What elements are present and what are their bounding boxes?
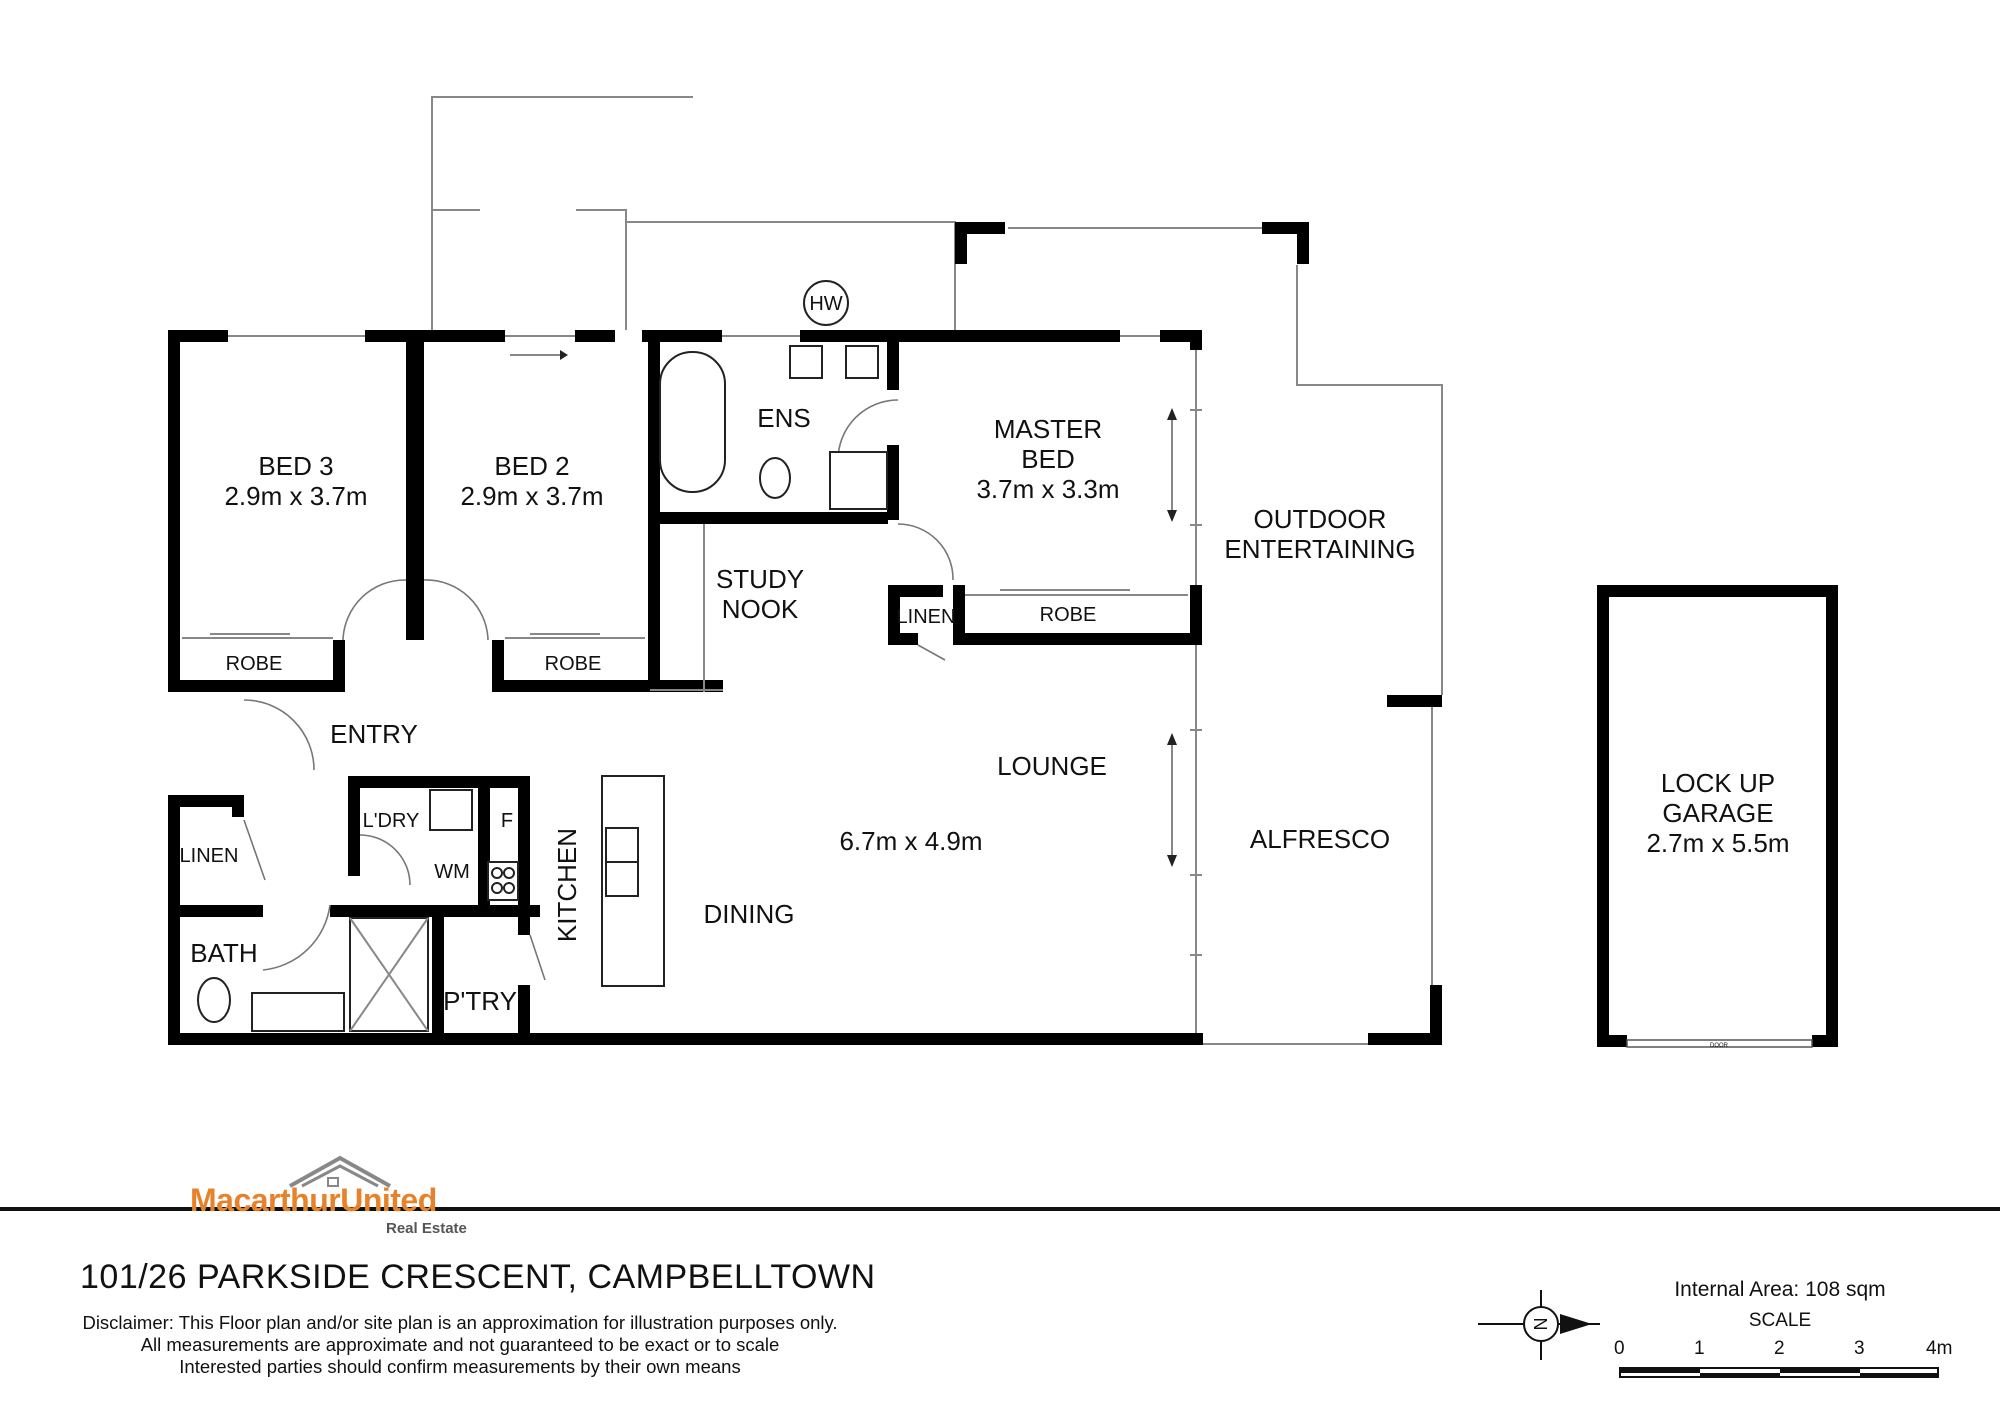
garage-label-line2: GARAGE <box>1662 798 1773 828</box>
master-linen-label: LINEN <box>897 606 956 628</box>
living-size: 6.7m x 4.9m <box>839 826 982 856</box>
lounge-label: LOUNGE <box>997 751 1107 781</box>
outdoor-outlines <box>431 96 1443 1045</box>
master-name-line1: MASTER <box>994 414 1102 444</box>
internal-area: Internal Area: 108 sqm <box>1674 1278 1886 1301</box>
hall-linen-label: LINEN <box>180 845 239 867</box>
study-label-line2: NOOK <box>722 594 799 624</box>
outdoor-label-line2: ENTERTAINING <box>1224 534 1415 564</box>
bath-label: BATH <box>190 938 257 968</box>
room-labels: BED 3 2.9m x 3.7m BED 2 2.9m x 3.7m ENS … <box>180 293 1790 1016</box>
hot-water-label: HW <box>809 293 842 315</box>
scale-bar <box>1619 1367 1939 1378</box>
brand-tagline: Real Estate <box>386 1220 467 1237</box>
ensuite-basin-icon-2 <box>845 345 879 379</box>
kitchen-label: KITCHEN <box>552 828 582 942</box>
brand-name: MacarthurUnited <box>190 1182 437 1219</box>
brand-logo: MacarthurUnited Real Estate <box>190 1152 490 1242</box>
robe-doors <box>182 589 1188 639</box>
hot-water-unit-icon <box>803 280 849 326</box>
bed2-name: BED 2 <box>494 451 569 481</box>
house-roof-icon <box>289 1155 391 1188</box>
scale-tick-3: 3 <box>1854 1338 1865 1359</box>
scale-tick-2: 2 <box>1774 1338 1785 1359</box>
bed3-size: 2.9m x 3.7m <box>224 481 367 511</box>
disclaimer-line3: Interested parties should confirm measur… <box>179 1356 741 1377</box>
scale-label: SCALE <box>1748 1310 1812 1331</box>
master-name-line2: BED <box>1021 444 1074 474</box>
bath-toilet-icon <box>197 977 231 1023</box>
garage: DOOR <box>1597 585 1838 1049</box>
scale-tick-0: 0 <box>1614 1338 1625 1359</box>
entry-label: ENTRY <box>330 719 418 749</box>
scale-tick-4: 4m <box>1926 1338 1953 1359</box>
fridge-label: F <box>501 810 513 832</box>
master-robe-label: ROBE <box>1040 604 1097 626</box>
kitchen-sink-icon-2 <box>605 861 639 897</box>
disclaimer: Disclaimer: This Floor plan and/or site … <box>70 1312 850 1378</box>
pantry-label: P'TRY <box>443 986 517 1016</box>
bed3-robe-label: ROBE <box>226 653 283 675</box>
disclaimer-line2: All measurements are approximate and not… <box>140 1334 780 1355</box>
garage-size: 2.7m x 5.5m <box>1646 828 1789 858</box>
brand-name-part1: Macarthur <box>190 1182 341 1218</box>
brand-name-part2: United <box>340 1182 437 1218</box>
cooktop-icon <box>487 861 519 901</box>
windows <box>228 335 1202 1033</box>
garage-door-label: DOOR <box>1710 1043 1729 1049</box>
dining-label: DINING <box>704 899 795 929</box>
kitchen-sink-icon <box>605 827 639 863</box>
ensuite-label: ENS <box>757 403 810 433</box>
garage-label-line1: LOCK UP <box>1661 768 1775 798</box>
property-address: 101/26 PARKSIDE CRESCENT, CAMPBELLTOWN <box>80 1258 876 1296</box>
footer-rule <box>0 1207 2000 1211</box>
ensuite-toilet-icon <box>759 457 791 499</box>
master-size: 3.7m x 3.3m <box>976 474 1119 504</box>
bed2-robe-label: ROBE <box>545 653 602 675</box>
washing-machine-label: WM <box>434 861 470 883</box>
compass-north-label: N <box>1530 1318 1550 1331</box>
bathtub-icon <box>659 351 726 493</box>
ensuite-basin-icon <box>789 345 823 379</box>
laundry-tub-icon <box>429 789 473 831</box>
bed2-size: 2.9m x 3.7m <box>460 481 603 511</box>
fixtures <box>197 345 888 1032</box>
study-label-line1: STUDY <box>716 564 804 594</box>
doors <box>243 350 954 981</box>
scale-tick-1: 1 <box>1694 1338 1705 1359</box>
alfresco-label: ALFRESCO <box>1250 824 1390 854</box>
outdoor-label-line1: OUTDOOR <box>1254 504 1387 534</box>
bed3-name: BED 3 <box>258 451 333 481</box>
disclaimer-line1: Disclaimer: This Floor plan and/or site … <box>82 1312 838 1333</box>
compass: N <box>1478 1290 1600 1360</box>
sliding-door-arrows <box>1167 408 1177 867</box>
laundry-label: L'DRY <box>363 810 420 832</box>
bath-vanity-icon <box>251 992 345 1032</box>
ensuite-shower-icon <box>829 451 888 510</box>
